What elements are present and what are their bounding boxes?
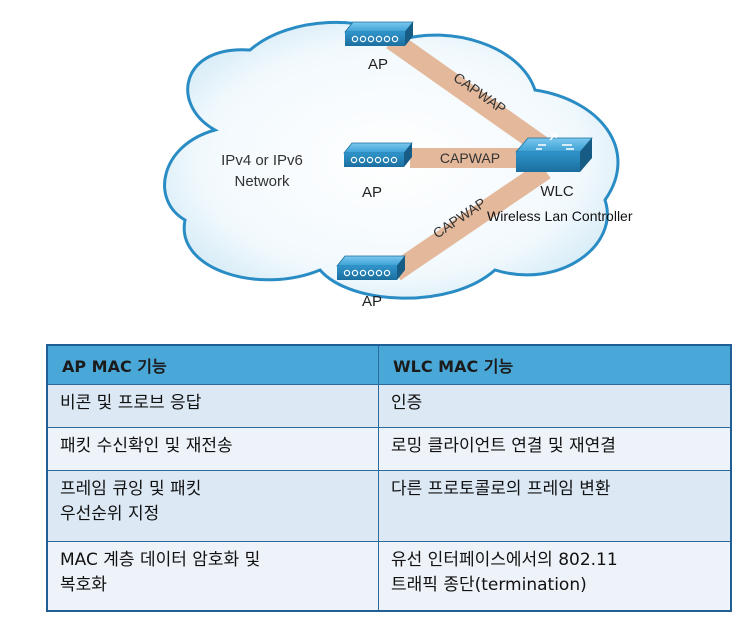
header-wlc-mac: WLC MAC 기능 bbox=[378, 344, 732, 385]
ap-label-top: AP bbox=[368, 56, 388, 73]
wireless-controller-icon bbox=[515, 133, 593, 172]
ap-label-bottom: AP bbox=[362, 293, 382, 310]
ap-function-cell: 비콘 및 프로브 응답 bbox=[46, 384, 379, 428]
wlc-function-cell: 인증 bbox=[378, 384, 732, 428]
ap-function-cell: MAC 계층 데이터 암호화 및 복호화 bbox=[46, 541, 379, 612]
network-diagram: IPv4 or IPv6 Network CAPWAP CAPWAP CAPWA… bbox=[163, 20, 633, 310]
wlc-function-cell: 다른 프로토콜로의 프레임 변환 bbox=[378, 470, 732, 542]
table-row: 비콘 및 프로브 응답 인증 bbox=[46, 384, 732, 428]
wlc-label: WLC bbox=[540, 183, 574, 200]
access-point-icon bbox=[336, 255, 406, 280]
wlc-function-cell: 로밍 클라이언트 연결 및 재연결 bbox=[378, 427, 732, 471]
header-ap-mac: AP MAC 기능 bbox=[46, 344, 379, 385]
access-point-icon bbox=[343, 142, 413, 167]
capwap-link-mid: CAPWAP bbox=[410, 148, 535, 168]
ap-label-mid: AP bbox=[362, 184, 382, 201]
mac-function-table: AP MAC 기능 WLC MAC 기능 비콘 및 프로브 응답 인증 패킷 수… bbox=[46, 344, 732, 612]
table-row: 패킷 수신확인 및 재전송 로밍 클라이언트 연결 및 재연결 bbox=[46, 427, 732, 471]
wlc-caption: Wireless Lan Controller bbox=[487, 208, 633, 224]
cloud-label-line2: Network bbox=[234, 173, 290, 190]
capwap-label-mid: CAPWAP bbox=[440, 150, 500, 166]
table-row: MAC 계층 데이터 암호화 및 복호화 유선 인터페이스에서의 802.11 … bbox=[46, 541, 732, 612]
wlc-function-cell: 유선 인터페이스에서의 802.11 트래픽 종단(termination) bbox=[378, 541, 732, 612]
access-point-icon bbox=[344, 21, 414, 46]
cloud-label-line1: IPv4 or IPv6 bbox=[221, 152, 303, 169]
ap-function-cell: 패킷 수신확인 및 재전송 bbox=[46, 427, 379, 471]
ap-function-cell: 프레임 큐잉 및 패킷 우선순위 지정 bbox=[46, 470, 379, 542]
table-row: 프레임 큐잉 및 패킷 우선순위 지정 다른 프로토콜로의 프레임 변환 bbox=[46, 470, 732, 542]
table-header-row: AP MAC 기능 WLC MAC 기능 bbox=[46, 344, 732, 385]
